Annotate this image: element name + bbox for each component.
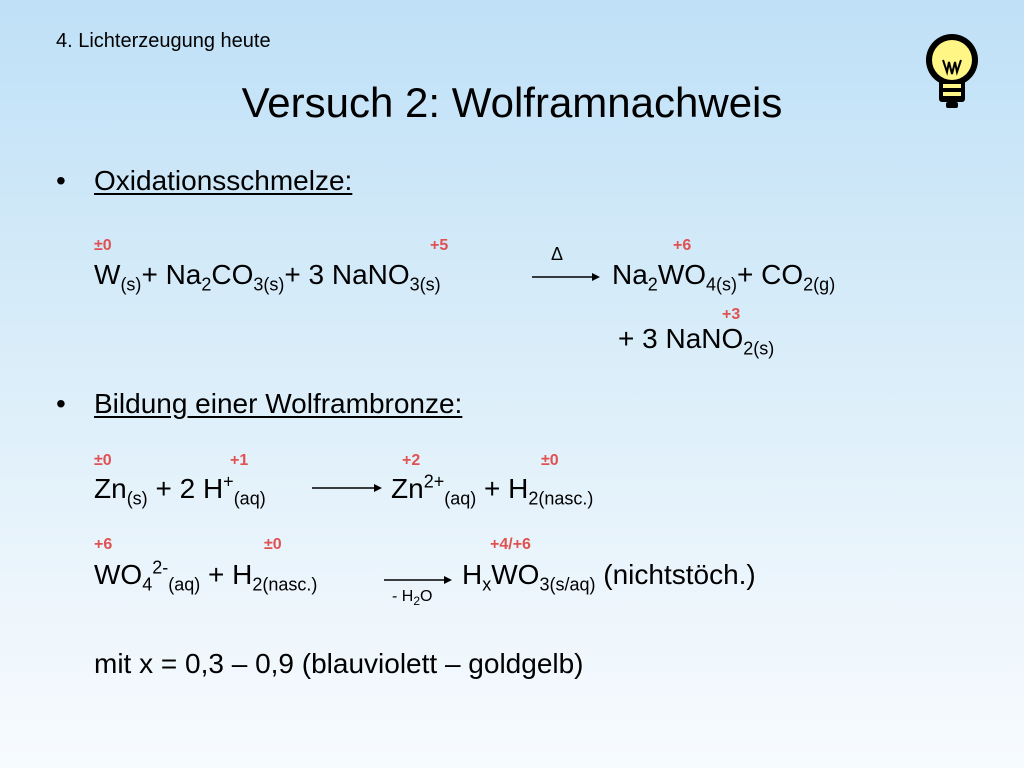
ox-number: ±0 — [541, 452, 559, 469]
equation-2-products: Zn2+(aq) + H2(nasc.) — [391, 471, 594, 509]
equation-3-reactants: WO42-(aq) + H2(nasc.) — [94, 557, 318, 595]
bullet-2: • — [56, 388, 66, 419]
reaction-arrow — [532, 273, 600, 281]
delta-label: Δ — [551, 244, 564, 264]
ox-number: ±0 — [264, 536, 282, 553]
ox-number: ±0 — [94, 452, 112, 469]
arrow-condition-label: - H2O — [392, 588, 433, 609]
equation-1-reactants: W(s)+ Na2CO3(s)+ 3 NaNO3(s) — [94, 259, 441, 295]
ox-number: +4/+6 — [490, 536, 531, 553]
ox-number: +5 — [430, 237, 449, 254]
slide-title: Versuch 2: Wolframnachweis — [241, 79, 783, 126]
lightbulb-icon — [926, 34, 978, 108]
ox-number: ±0 — [94, 237, 112, 254]
equation-1-line2: + 3 NaNO2(s) — [618, 323, 775, 359]
section1-heading: Oxidationsschmelze: — [94, 165, 353, 196]
ox-number: +6 — [94, 536, 113, 553]
ox-number: +2 — [402, 452, 421, 469]
ox-number: +6 — [673, 237, 692, 254]
bullet-1: • — [56, 165, 66, 196]
equation-2-reactants: Zn(s) + 2 H+(aq) — [94, 471, 266, 509]
section2-heading: Bildung einer Wolframbronze: — [94, 388, 463, 419]
slide-subtitle: 4. Lichterzeugung heute — [56, 30, 271, 52]
ox-number: +1 — [230, 452, 249, 469]
ox-number: +3 — [722, 306, 741, 323]
equation-3-products: HxWO3(s/aq) (nichtstöch.) — [462, 559, 756, 595]
reaction-arrow — [384, 576, 452, 584]
reaction-arrow — [312, 484, 382, 492]
composition-note: mit x = 0,3 – 0,9 (blauviolett – goldgel… — [94, 648, 584, 679]
equation-1-products: Na2WO4(s)+ CO2(g) — [612, 259, 836, 295]
